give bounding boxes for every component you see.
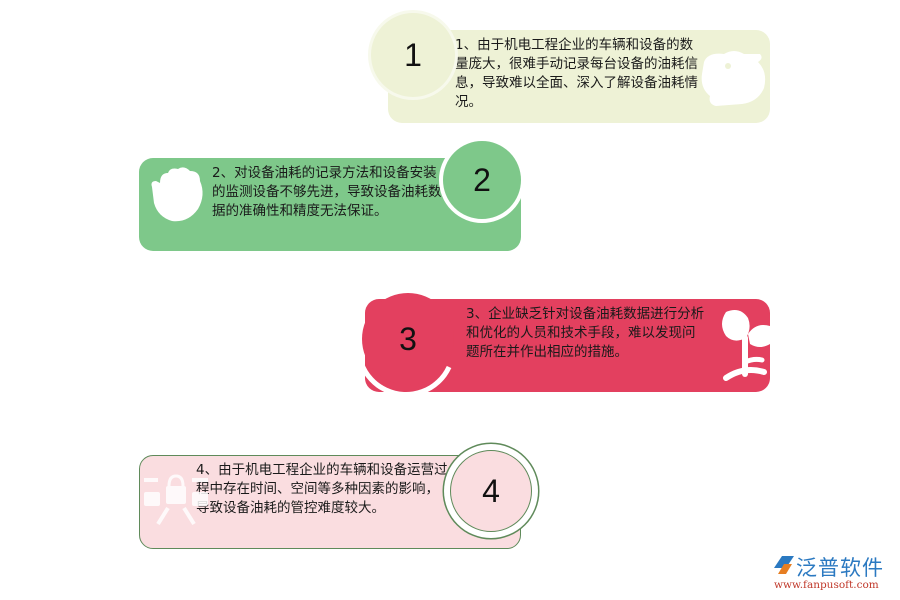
item-2-number: 2: [473, 161, 491, 198]
hand-icon: [151, 167, 203, 222]
lock-network-icon: [144, 474, 208, 526]
item-4-number: 4: [482, 472, 500, 509]
item-4-text: 4、由于机电工程企业的车辆和设备运营过程中存在时间、空间等多种因素的影响，导致设…: [196, 462, 448, 516]
item-3-number: 3: [399, 320, 417, 357]
item-2-number-badge: 2: [439, 137, 525, 223]
item-1-text: 1、由于机电工程企业的车辆和设备的数量庞大，很难手动记录每台设备的油耗信息，导致…: [455, 37, 698, 110]
item-3-number-badge: 3: [362, 293, 454, 385]
sprout-icon: [722, 310, 770, 381]
item-1-number-badge: 1: [368, 10, 458, 100]
item-3-text: 3、企业缺乏针对设备油耗数据进行分析和优化的人员和技术手段，难以发现问题所在并作…: [466, 306, 705, 360]
item-2-text: 2、对设备油耗的记录方法和设备安装的监测设备不够先进，导致设备油耗数据的准确性和…: [212, 165, 442, 219]
piggy-bank-icon: [701, 51, 766, 106]
item-4-number-badge: 4: [450, 450, 532, 532]
logo-mark-icon: [774, 556, 794, 574]
logo-name: 泛普软件: [796, 556, 884, 580]
item-1-number: 1: [404, 36, 422, 73]
logo-url[interactable]: www.fanpusoft.com: [774, 579, 879, 591]
fanpusoft-logo[interactable]: 泛普软件 www.fanpusoft.com: [770, 552, 895, 596]
